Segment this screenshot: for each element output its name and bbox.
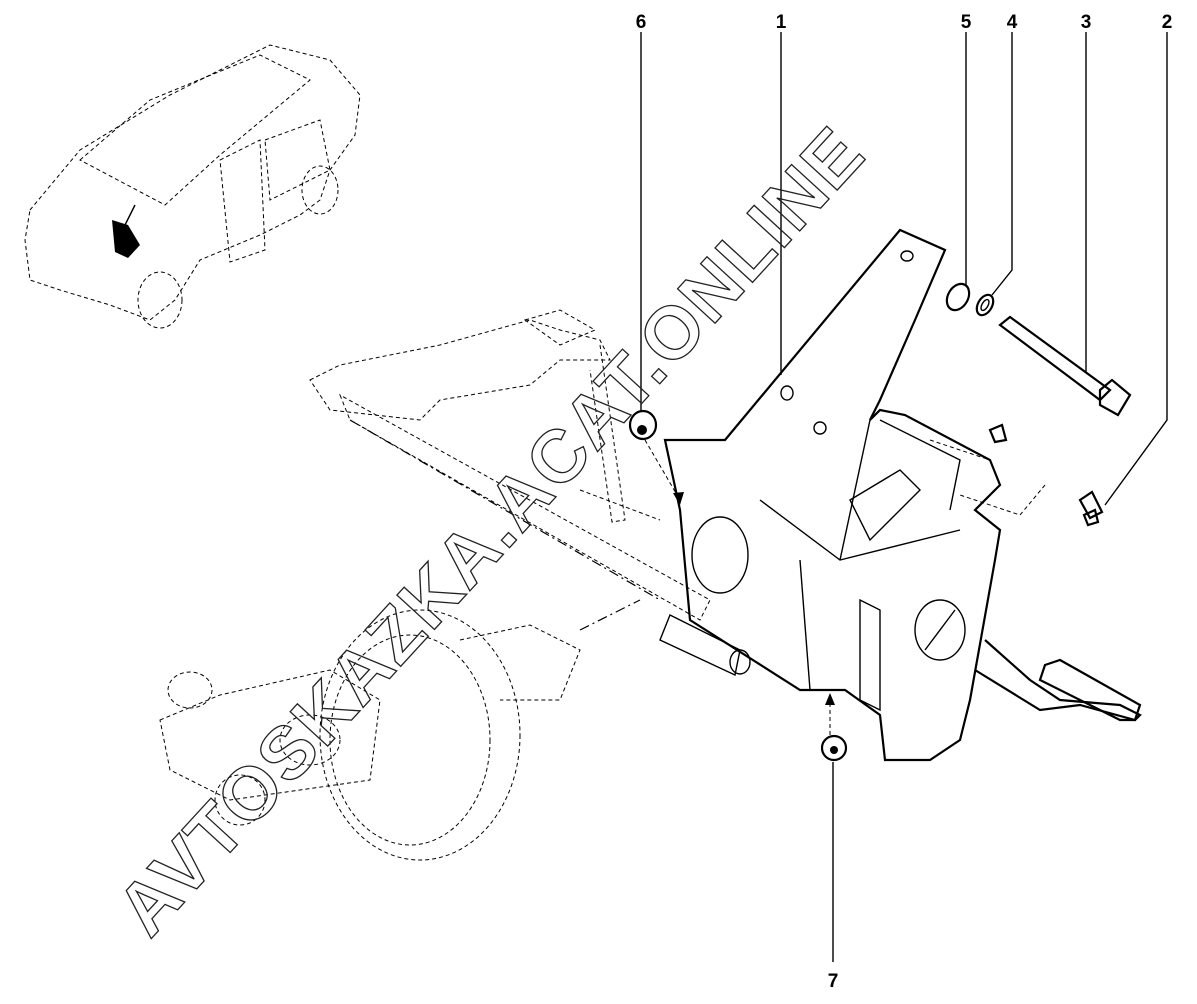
assembly-guide-lines [644,439,1046,735]
callout-6: 6 [636,12,647,33]
car-overview-illustration [24,44,361,329]
callout-5: 5 [961,12,972,33]
pedal-bracket-part-1 [663,228,1002,762]
callout-4: 4 [1007,12,1018,33]
washer-part-5 [945,282,971,312]
bolt-part-3 [998,315,1132,417]
callout-2: 2 [1162,12,1173,33]
callout-7: 7 [828,971,839,992]
clip-part [988,423,1008,444]
washer-part-4 [975,293,995,317]
callout-leader-lines [640,32,1168,962]
nut-part-7 [820,734,848,762]
bolt-part-2 [1078,490,1104,527]
brake-booster-illustration [159,599,641,861]
callout-3: 3 [1081,12,1092,33]
nut-part-6 [628,409,658,441]
brake-pedal-illustration [974,639,1142,722]
pedal-shaft-illustration [339,393,751,677]
callout-1: 1 [776,12,787,33]
clutch-pedal-illustration [309,309,661,523]
watermark: AVTOSKAZKA.ACAT.ONLINE [101,111,881,951]
